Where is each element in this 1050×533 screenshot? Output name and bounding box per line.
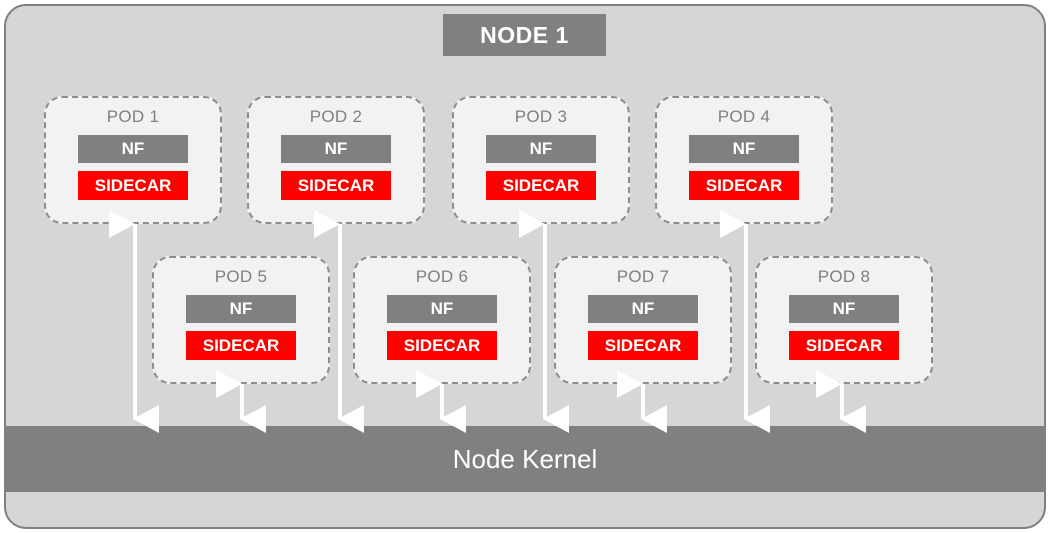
pod-5-label: POD 5 bbox=[214, 267, 268, 286]
pod-3-sidecar-box[interactable]: SIDECAR bbox=[486, 171, 596, 200]
pod-2-nf-box[interactable]: NF bbox=[281, 135, 391, 163]
node-container: Node Kernel bbox=[4, 4, 1046, 529]
pod-7-nf-box[interactable]: NF bbox=[588, 295, 698, 323]
pod-6-label: POD 6 bbox=[415, 267, 469, 286]
pod-2[interactable]: POD 2 NF SIDECAR bbox=[247, 96, 425, 224]
node-kernel-bar: Node Kernel bbox=[6, 426, 1044, 492]
pod-8-nf-box[interactable]: NF bbox=[789, 295, 899, 323]
pod-7[interactable]: POD 7 NF SIDECAR bbox=[554, 256, 732, 384]
pod-8-label: POD 8 bbox=[817, 267, 871, 286]
node-kernel-label: Node Kernel bbox=[452, 443, 598, 474]
node-title-label: NODE 1 bbox=[480, 21, 569, 48]
pod-8-sidecar-box[interactable]: SIDECAR bbox=[789, 331, 899, 360]
pod-5-sidecar-box[interactable]: SIDECAR bbox=[186, 331, 296, 360]
node-title: NODE 1 bbox=[443, 14, 606, 56]
pod-6-nf-box[interactable]: NF bbox=[387, 295, 497, 323]
pod-7-label: POD 7 bbox=[616, 267, 670, 286]
pod-8[interactable]: POD 8 NF SIDECAR bbox=[755, 256, 933, 384]
pod-1-label: POD 1 bbox=[106, 107, 160, 126]
pod-7-sidecar-box[interactable]: SIDECAR bbox=[588, 331, 698, 360]
pod-1-nf-box[interactable]: NF bbox=[78, 135, 188, 163]
pod-1-sidecar-box[interactable]: SIDECAR bbox=[78, 171, 188, 200]
pod-3-nf-box[interactable]: NF bbox=[486, 135, 596, 163]
pod-4[interactable]: POD 4 NF SIDECAR bbox=[655, 96, 833, 224]
pod-1[interactable]: POD 1 NF SIDECAR bbox=[44, 96, 222, 224]
pod-6[interactable]: POD 6 NF SIDECAR bbox=[353, 256, 531, 384]
pod-6-sidecar-box[interactable]: SIDECAR bbox=[387, 331, 497, 360]
pod-4-sidecar-box[interactable]: SIDECAR bbox=[689, 171, 799, 200]
pod-2-sidecar-box[interactable]: SIDECAR bbox=[281, 171, 391, 200]
pod-2-label: POD 2 bbox=[309, 107, 363, 126]
pod-5-nf-box[interactable]: NF bbox=[186, 295, 296, 323]
pod-4-label: POD 4 bbox=[717, 107, 771, 126]
pod-3[interactable]: POD 3 NF SIDECAR bbox=[452, 96, 630, 224]
pod-3-label: POD 3 bbox=[514, 107, 568, 126]
pod-5[interactable]: POD 5 NF SIDECAR bbox=[152, 256, 330, 384]
pod-4-nf-box[interactable]: NF bbox=[689, 135, 799, 163]
